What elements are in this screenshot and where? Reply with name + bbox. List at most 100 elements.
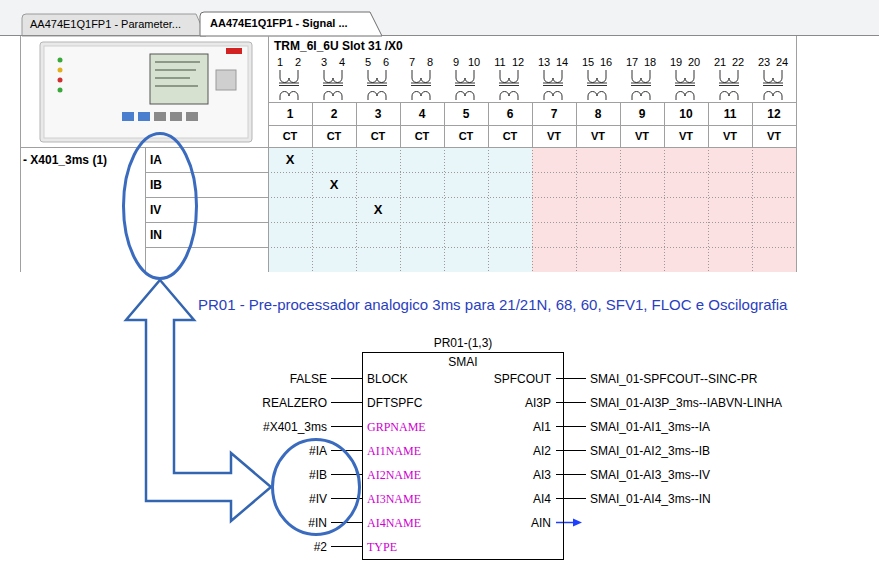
block-arrow xyxy=(126,280,271,521)
grid-line xyxy=(796,36,797,272)
channel-type: VT xyxy=(576,129,620,143)
tab-strip xyxy=(0,0,879,36)
terminal-number: 23 xyxy=(756,55,772,69)
highlight-ellipse xyxy=(273,440,360,535)
relay-keypad xyxy=(216,70,236,90)
input-pin-name: GRPNAME xyxy=(367,420,426,434)
channel-number: 11 xyxy=(708,107,752,121)
channel-number: 3 xyxy=(356,107,400,121)
diagram-title: PR01 - Pre-processador analogico 3ms par… xyxy=(198,298,787,312)
transformer-symbol xyxy=(279,70,299,100)
terminal-number: 9 xyxy=(448,55,464,69)
grid-line xyxy=(268,172,796,173)
signal-row-name: IN xyxy=(150,228,162,242)
transformer-symbol xyxy=(455,70,475,100)
relay-led xyxy=(58,88,63,93)
input-pin-name: TYPE xyxy=(367,540,397,554)
signal-wire xyxy=(556,498,586,499)
channel-number: 1 xyxy=(268,107,312,121)
tab-baseline xyxy=(382,35,879,36)
grid-line xyxy=(708,147,709,272)
signal-wires xyxy=(331,379,586,547)
input-signal-name: #IN xyxy=(308,516,327,530)
terminal-number: 12 xyxy=(510,55,526,69)
input-signal-name: #IB xyxy=(309,468,327,482)
transformer-symbol xyxy=(499,70,519,100)
signal-wire xyxy=(556,450,586,451)
grid-line xyxy=(532,147,533,272)
tab-baseline xyxy=(0,35,200,36)
signal-wire xyxy=(331,450,362,451)
channel-type: CT xyxy=(444,129,488,143)
terminal-number: 1 xyxy=(272,55,288,69)
matrix-mark: X xyxy=(268,153,312,167)
signal-group-name: - X401_3ms (1) xyxy=(23,153,107,167)
screen-line xyxy=(155,86,198,87)
transformer-symbol xyxy=(763,70,783,100)
vt-column-ground xyxy=(532,147,796,272)
channel-type: CT xyxy=(356,129,400,143)
screen-line xyxy=(155,78,190,79)
grid-lines xyxy=(20,36,797,272)
terminal-number: 14 xyxy=(554,55,570,69)
relay-button xyxy=(154,112,166,121)
output-pin-name: AI2 xyxy=(533,444,551,458)
input-signal-name: #X401_3ms xyxy=(263,420,327,434)
grid-line xyxy=(145,197,268,198)
grid-line xyxy=(145,222,268,223)
grid-dotted-lines xyxy=(268,147,796,272)
terminal-number: 17 xyxy=(624,55,640,69)
input-pin-name: DFTSPFC xyxy=(367,396,422,410)
tab-shape xyxy=(200,12,382,36)
channel-type: CT xyxy=(268,129,312,143)
terminal-number: 2 xyxy=(290,55,306,69)
grid-line xyxy=(400,102,401,147)
block-type: SMAI xyxy=(363,355,563,369)
output-signal-name: SMAI_01-AI3P_3ms--IABVN-LINHA xyxy=(590,396,782,410)
grid-line xyxy=(444,102,445,147)
ct-column-ground xyxy=(268,147,532,272)
signal-wire xyxy=(331,546,362,547)
channel-type: VT xyxy=(532,129,576,143)
grid-line xyxy=(145,247,268,248)
grid-line xyxy=(532,102,533,147)
screen-line xyxy=(155,62,200,63)
grid-line xyxy=(576,102,577,147)
channel-number: 5 xyxy=(444,107,488,121)
terminal-number: 20 xyxy=(686,55,702,69)
output-signal-name: SMAI_01-SPFCOUT--SINC-PR xyxy=(590,372,757,386)
output-pin-name: AIN xyxy=(531,516,551,530)
channel-number: 8 xyxy=(576,107,620,121)
transformer-symbols xyxy=(279,70,783,100)
transformer-symbol xyxy=(411,70,431,100)
signal-row-name: IV xyxy=(150,203,161,217)
matrix-mark: X xyxy=(356,203,400,217)
channel-number: 7 xyxy=(532,107,576,121)
grid-line xyxy=(752,147,753,272)
output-pin-name: AI3 xyxy=(533,468,551,482)
transformer-symbol xyxy=(631,70,651,100)
relay-logo xyxy=(226,48,242,54)
grid-line xyxy=(268,197,796,198)
terminal-number: 3 xyxy=(316,55,332,69)
relay-front xyxy=(44,46,248,138)
matrix-mark: X xyxy=(312,178,356,192)
terminal-number: 24 xyxy=(774,55,790,69)
grid-line xyxy=(312,147,313,272)
grid-line xyxy=(488,102,489,147)
output-pin-name: AI1 xyxy=(533,420,551,434)
input-pin-name: AI4NAME xyxy=(367,516,421,530)
channel-type: VT xyxy=(664,129,708,143)
input-pin-name: AI3NAME xyxy=(367,492,421,506)
transformer-symbol xyxy=(543,70,563,100)
output-pin-name: AI4 xyxy=(533,492,551,506)
channel-type: CT xyxy=(400,129,444,143)
grid-line xyxy=(620,147,621,272)
input-signal-name: REALZERO xyxy=(262,396,327,410)
output-signal-name: SMAI_01-AI3_3ms--IV xyxy=(590,468,710,482)
output-pin-name: AI3P xyxy=(525,396,551,410)
input-signal-name: #IV xyxy=(309,492,327,506)
grid-line xyxy=(20,36,21,272)
channel-type: CT xyxy=(488,129,532,143)
